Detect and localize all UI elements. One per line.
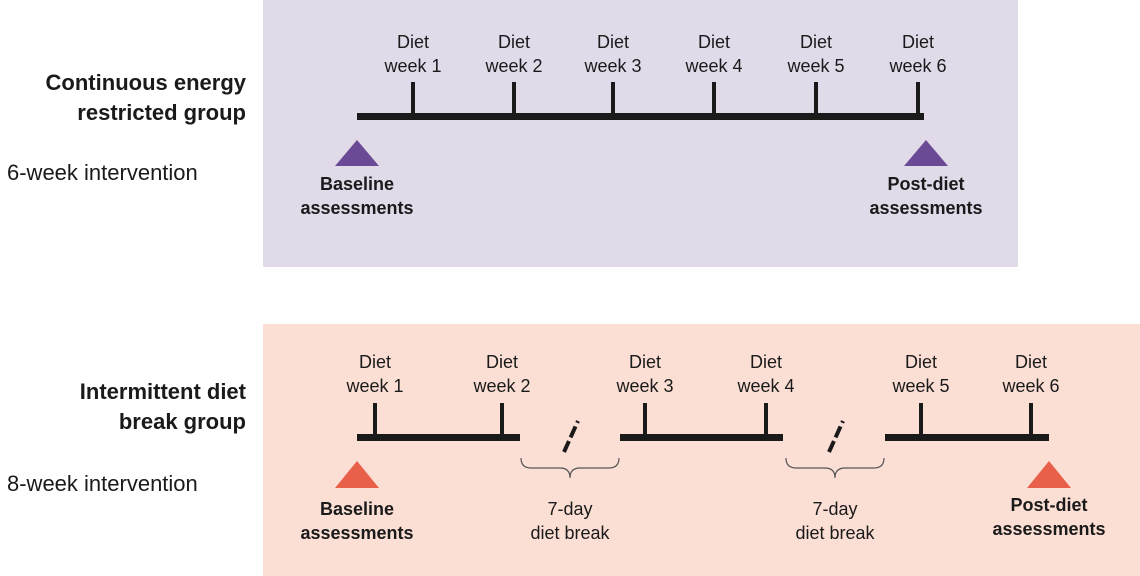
intermittent-group-title: Intermittent diet break group <box>80 377 246 437</box>
week-label: week 3 <box>615 376 673 396</box>
break-label-line1: 7-day <box>547 499 592 519</box>
baseline-label-line1: Baseline <box>320 174 394 194</box>
week-tick <box>919 403 923 437</box>
week-label: Diet <box>800 32 832 52</box>
group-title-line1: Continuous energy <box>45 70 246 95</box>
timeline-bar <box>357 113 924 120</box>
week-tick <box>500 403 504 437</box>
week-label: Diet <box>1015 352 1047 372</box>
week-label: week 4 <box>736 376 794 396</box>
postdiet-label-line2: assessments <box>992 519 1105 539</box>
week-label: Diet <box>486 352 518 372</box>
postdiet-label-line1: Post-diet <box>887 174 964 194</box>
continuous-group-panel <box>263 0 1018 267</box>
week-label: Diet <box>629 352 661 372</box>
week-label: Diet <box>498 32 530 52</box>
break-slash-icon <box>827 420 845 453</box>
break-label-line1: 7-day <box>812 499 857 519</box>
week-label: Diet <box>359 352 391 372</box>
postdiet-label-line2: assessments <box>869 198 982 218</box>
break-brace-icon <box>785 457 885 479</box>
break-label-line2: diet break <box>795 523 875 543</box>
postdiet-label-line1: Post-diet <box>1010 495 1087 515</box>
week-tick <box>1029 403 1033 437</box>
baseline-label-line2: assessments <box>300 198 413 218</box>
week-label: Diet <box>397 32 429 52</box>
week-tick <box>611 82 615 116</box>
week-label: Diet <box>597 32 629 52</box>
week-label: week 4 <box>684 56 742 76</box>
group-title-line2: restricted group <box>77 100 246 125</box>
continuous-duration: 6-week intervention <box>7 160 198 185</box>
week-tick <box>373 403 377 437</box>
week-label: Diet <box>905 352 937 372</box>
continuous-group-title: Continuous energy restricted group <box>46 68 246 128</box>
timeline-segment-1 <box>357 434 520 441</box>
week-label: Diet <box>698 32 730 52</box>
week-label: week 1 <box>383 56 441 76</box>
intermittent-duration: 8-week intervention <box>7 471 198 496</box>
intermittent-group-panel <box>263 324 1140 576</box>
week-label: week 5 <box>891 376 949 396</box>
week-label: week 5 <box>786 56 844 76</box>
week-tick <box>814 82 818 116</box>
postdiet-triangle-icon <box>1027 461 1071 488</box>
postdiet-triangle-icon <box>904 140 948 166</box>
break-brace-icon <box>520 457 620 479</box>
week-label: week 6 <box>888 56 946 76</box>
intermittent-timeline: Diet week 1 Diet week 2 Diet week 3 Diet week 4… <box>300 352 1105 543</box>
week-label: week 1 <box>345 376 403 396</box>
group-title-line1: Intermittent diet <box>79 379 246 404</box>
timeline-segment-3 <box>885 434 1049 441</box>
break-label-line2: diet break <box>530 523 610 543</box>
week-tick <box>712 82 716 116</box>
week-tick <box>512 82 516 116</box>
baseline-triangle-icon <box>335 140 379 166</box>
continuous-timeline: Diet week 1 Diet week 2 Diet week 3 Diet week 4… <box>300 32 982 218</box>
break-slash-icon <box>562 420 580 453</box>
week-label: week 6 <box>1001 376 1059 396</box>
group-title-line2: break group <box>118 409 246 434</box>
week-label: week 3 <box>583 56 641 76</box>
week-tick <box>411 82 415 116</box>
week-tick <box>916 82 920 116</box>
week-tick <box>764 403 768 437</box>
timeline-segment-2 <box>620 434 783 441</box>
week-label: Diet <box>750 352 782 372</box>
baseline-triangle-icon <box>335 461 379 488</box>
week-label: week 2 <box>484 56 542 76</box>
baseline-label-line2: assessments <box>300 523 413 543</box>
week-label: week 2 <box>472 376 530 396</box>
week-label: Diet <box>902 32 934 52</box>
baseline-label-line1: Baseline <box>320 499 394 519</box>
week-tick <box>643 403 647 437</box>
